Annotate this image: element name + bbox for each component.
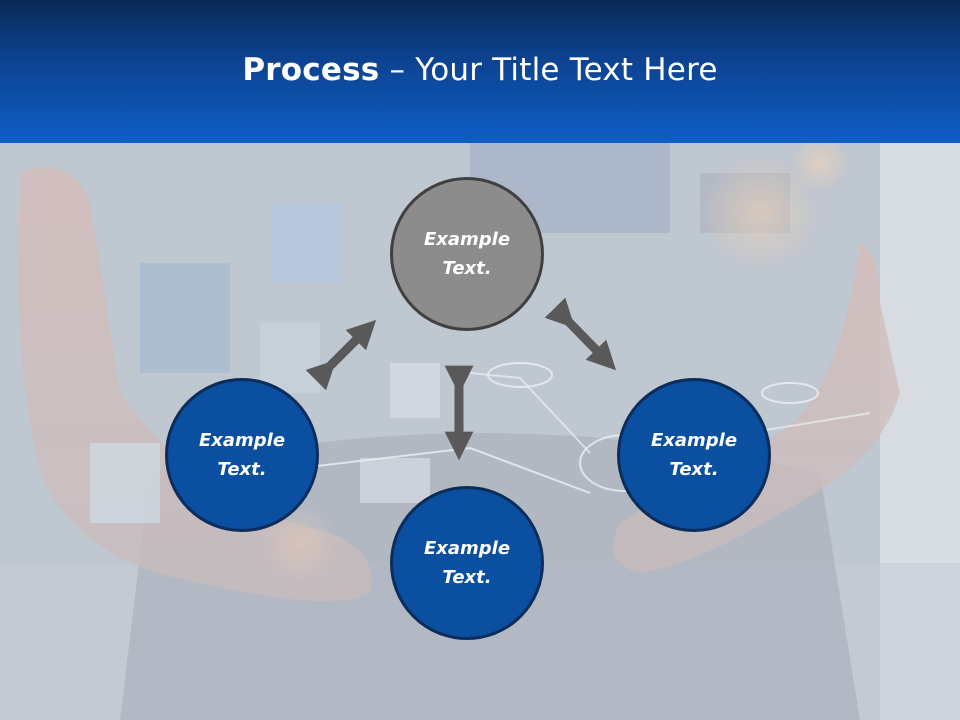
node-top[interactable]: Example Text. <box>390 177 544 331</box>
node-bottom-label: Example Text. <box>423 538 511 588</box>
node-right[interactable]: Example Text. <box>617 378 771 532</box>
arrow-top-left <box>305 319 377 391</box>
title-bar: Process – Your Title Text Here <box>0 0 960 143</box>
title-rest: – Your Title Text Here <box>379 52 718 88</box>
node-right-label: Example Text. <box>650 430 738 480</box>
slide-title: Process – Your Title Text Here <box>0 52 960 88</box>
arrow-top-right <box>544 297 617 371</box>
title-bold: Process <box>242 52 380 88</box>
node-left-label: Example Text. <box>198 430 286 480</box>
node-top-label: Example Text. <box>423 229 511 279</box>
node-left[interactable]: Example Text. <box>165 378 319 532</box>
node-bottom[interactable]: Example Text. <box>390 486 544 640</box>
